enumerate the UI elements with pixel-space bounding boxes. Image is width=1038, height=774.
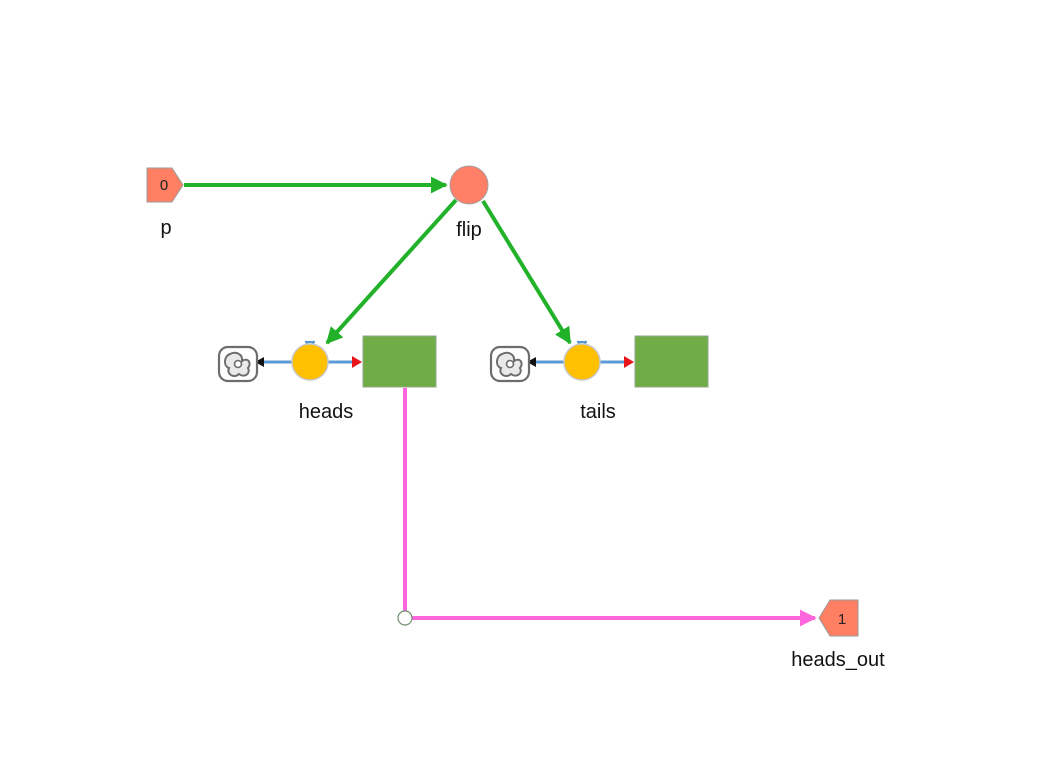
- input-port-p[interactable]: 0 p: [146, 167, 184, 239]
- auxiliary-flip[interactable]: flip: [449, 165, 489, 241]
- link-flip-to-tails[interactable]: [481, 199, 572, 345]
- flow-valve-icon[interactable]: [290, 340, 330, 382]
- flow-valve-icon[interactable]: [562, 340, 602, 382]
- flow-arrow-red-icon: [624, 356, 634, 368]
- connector-junction: [397, 610, 413, 626]
- output-port-shape: [818, 599, 859, 637]
- node-label-heads: heads: [299, 401, 354, 423]
- input-port-number: 0: [160, 177, 168, 194]
- stock-box[interactable]: [362, 335, 437, 388]
- output-port-heads-out[interactable]: 1 heads_out: [791, 599, 885, 671]
- link-flip-to-heads[interactable]: [325, 198, 458, 345]
- input-port-shape: [146, 167, 184, 203]
- cloud-icon: [217, 345, 259, 383]
- flow-arrow-black-icon: [527, 357, 536, 367]
- output-port-number: 1: [838, 611, 846, 628]
- node-label-heads-out: heads_out: [791, 649, 885, 671]
- node-label-p: p: [160, 217, 171, 239]
- stock-box[interactable]: [634, 335, 709, 388]
- flow-arrow-black-icon: [255, 357, 264, 367]
- cloud-icon: [489, 345, 531, 383]
- stock-heads[interactable]: heads: [217, 335, 437, 423]
- flow-arrow-red-icon: [352, 356, 362, 368]
- auxiliary-circle: [449, 165, 489, 205]
- stock-tails[interactable]: tails: [489, 335, 709, 423]
- node-label-tails: tails: [580, 401, 616, 423]
- node-label-flip: flip: [456, 219, 482, 241]
